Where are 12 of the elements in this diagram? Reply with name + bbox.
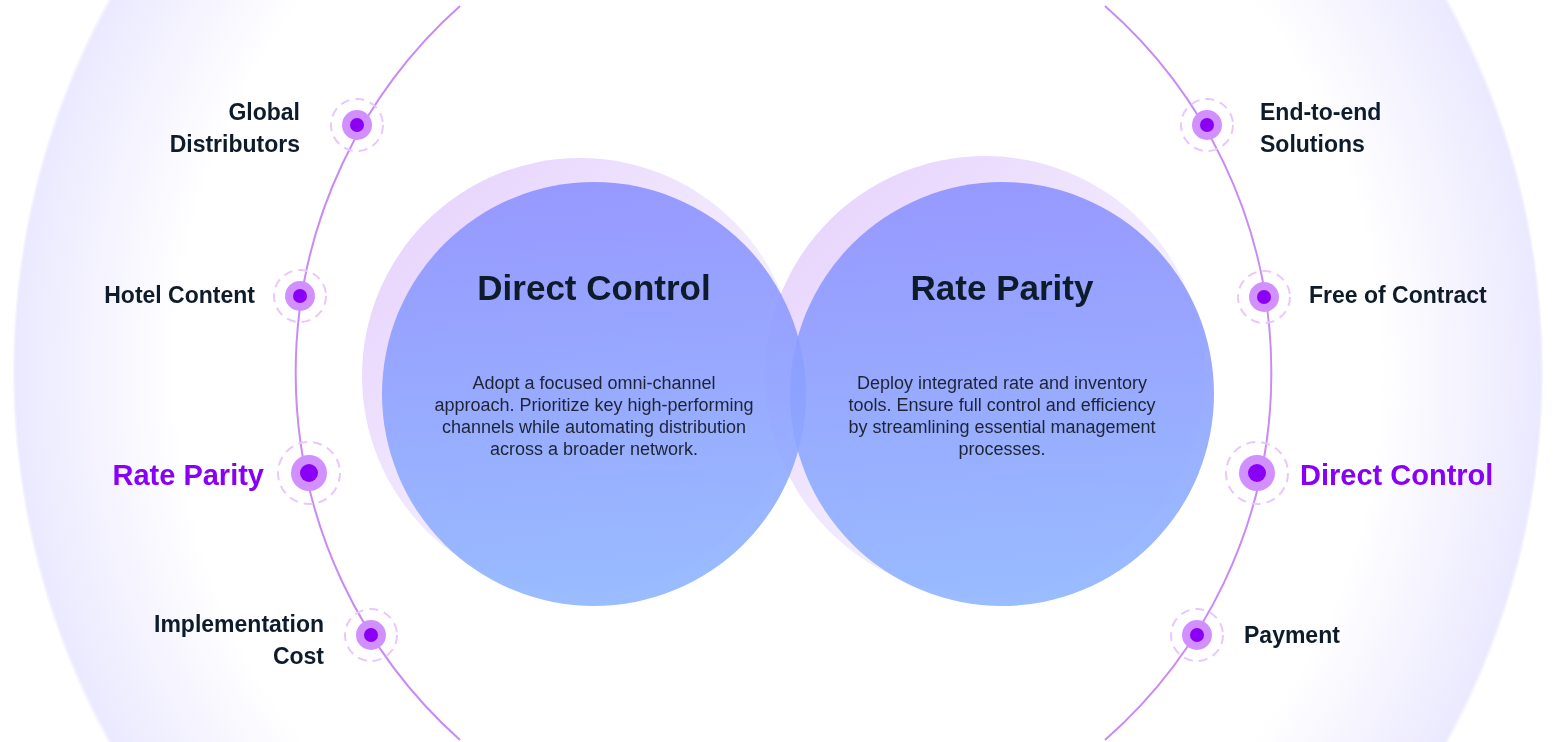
feature-label: Hotel Content: [104, 281, 255, 310]
feature-label: End-to-end Solutions: [1260, 98, 1383, 159]
feature-label: Global Distributors: [168, 98, 300, 159]
highlighted-label: Rate Parity: [112, 459, 264, 491]
circle-description: Deploy integrated rate and inventory tools. Ensure full control and efficiency by streamlining essential management processes.: [847, 372, 1157, 460]
highlighted-label: Direct Control: [1300, 459, 1494, 491]
feature-label: Payment: [1244, 621, 1340, 650]
circle-heading: Direct Control: [476, 268, 712, 308]
circle-description: Adopt a focused omni-channel approach. Prioritize key high-performing channels while automating distribution across a broader network.: [434, 372, 754, 460]
circle-heading: Rate Parity: [909, 268, 1095, 308]
feature-label: Implementation Cost: [153, 610, 324, 671]
feature-label: Free of Contract: [1309, 281, 1487, 310]
